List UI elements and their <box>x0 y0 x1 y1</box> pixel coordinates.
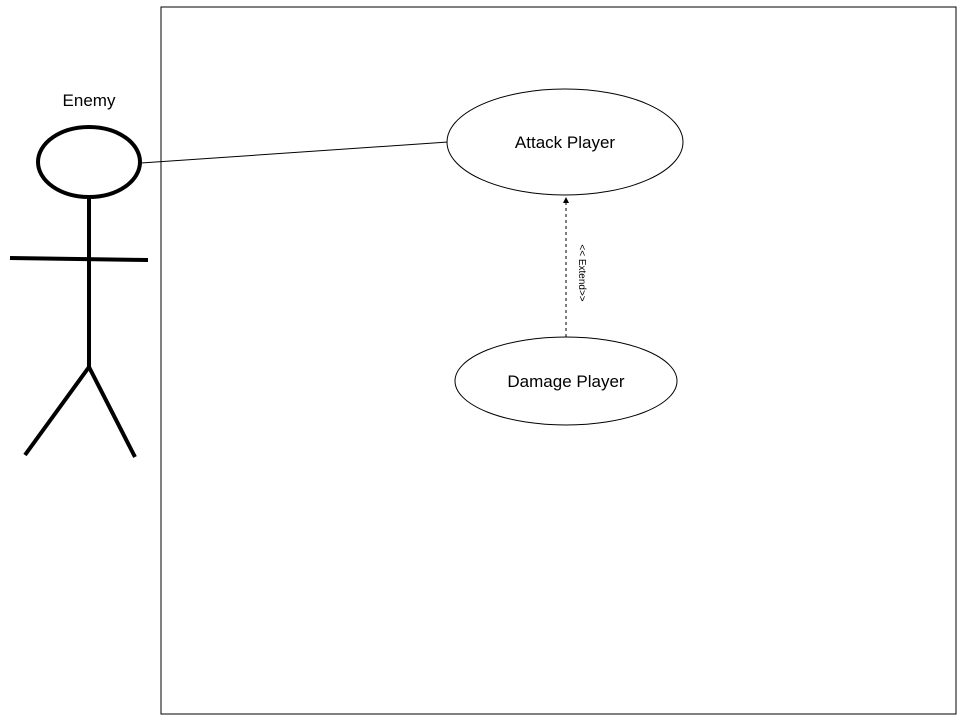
actor-enemy[interactable]: Enemy <box>9 91 149 458</box>
actor-right-leg <box>87 366 137 458</box>
use-case-ellipse <box>446 88 684 196</box>
use-case-attack-player[interactable]: Attack Player <box>446 88 684 196</box>
actor-label: Enemy <box>63 91 116 110</box>
actor-arms <box>9 256 149 262</box>
use-case-damage-player[interactable]: Damage Player <box>454 336 678 426</box>
use-case-ellipse <box>454 336 678 426</box>
association-line <box>140 141 449 164</box>
extend-label: << Extend>> <box>576 244 587 301</box>
system-boundary <box>160 6 957 715</box>
use-case-label: Attack Player <box>515 133 615 152</box>
actor-left-leg <box>23 365 91 457</box>
use-case-label: Damage Player <box>507 372 625 391</box>
actor-head <box>36 125 142 199</box>
